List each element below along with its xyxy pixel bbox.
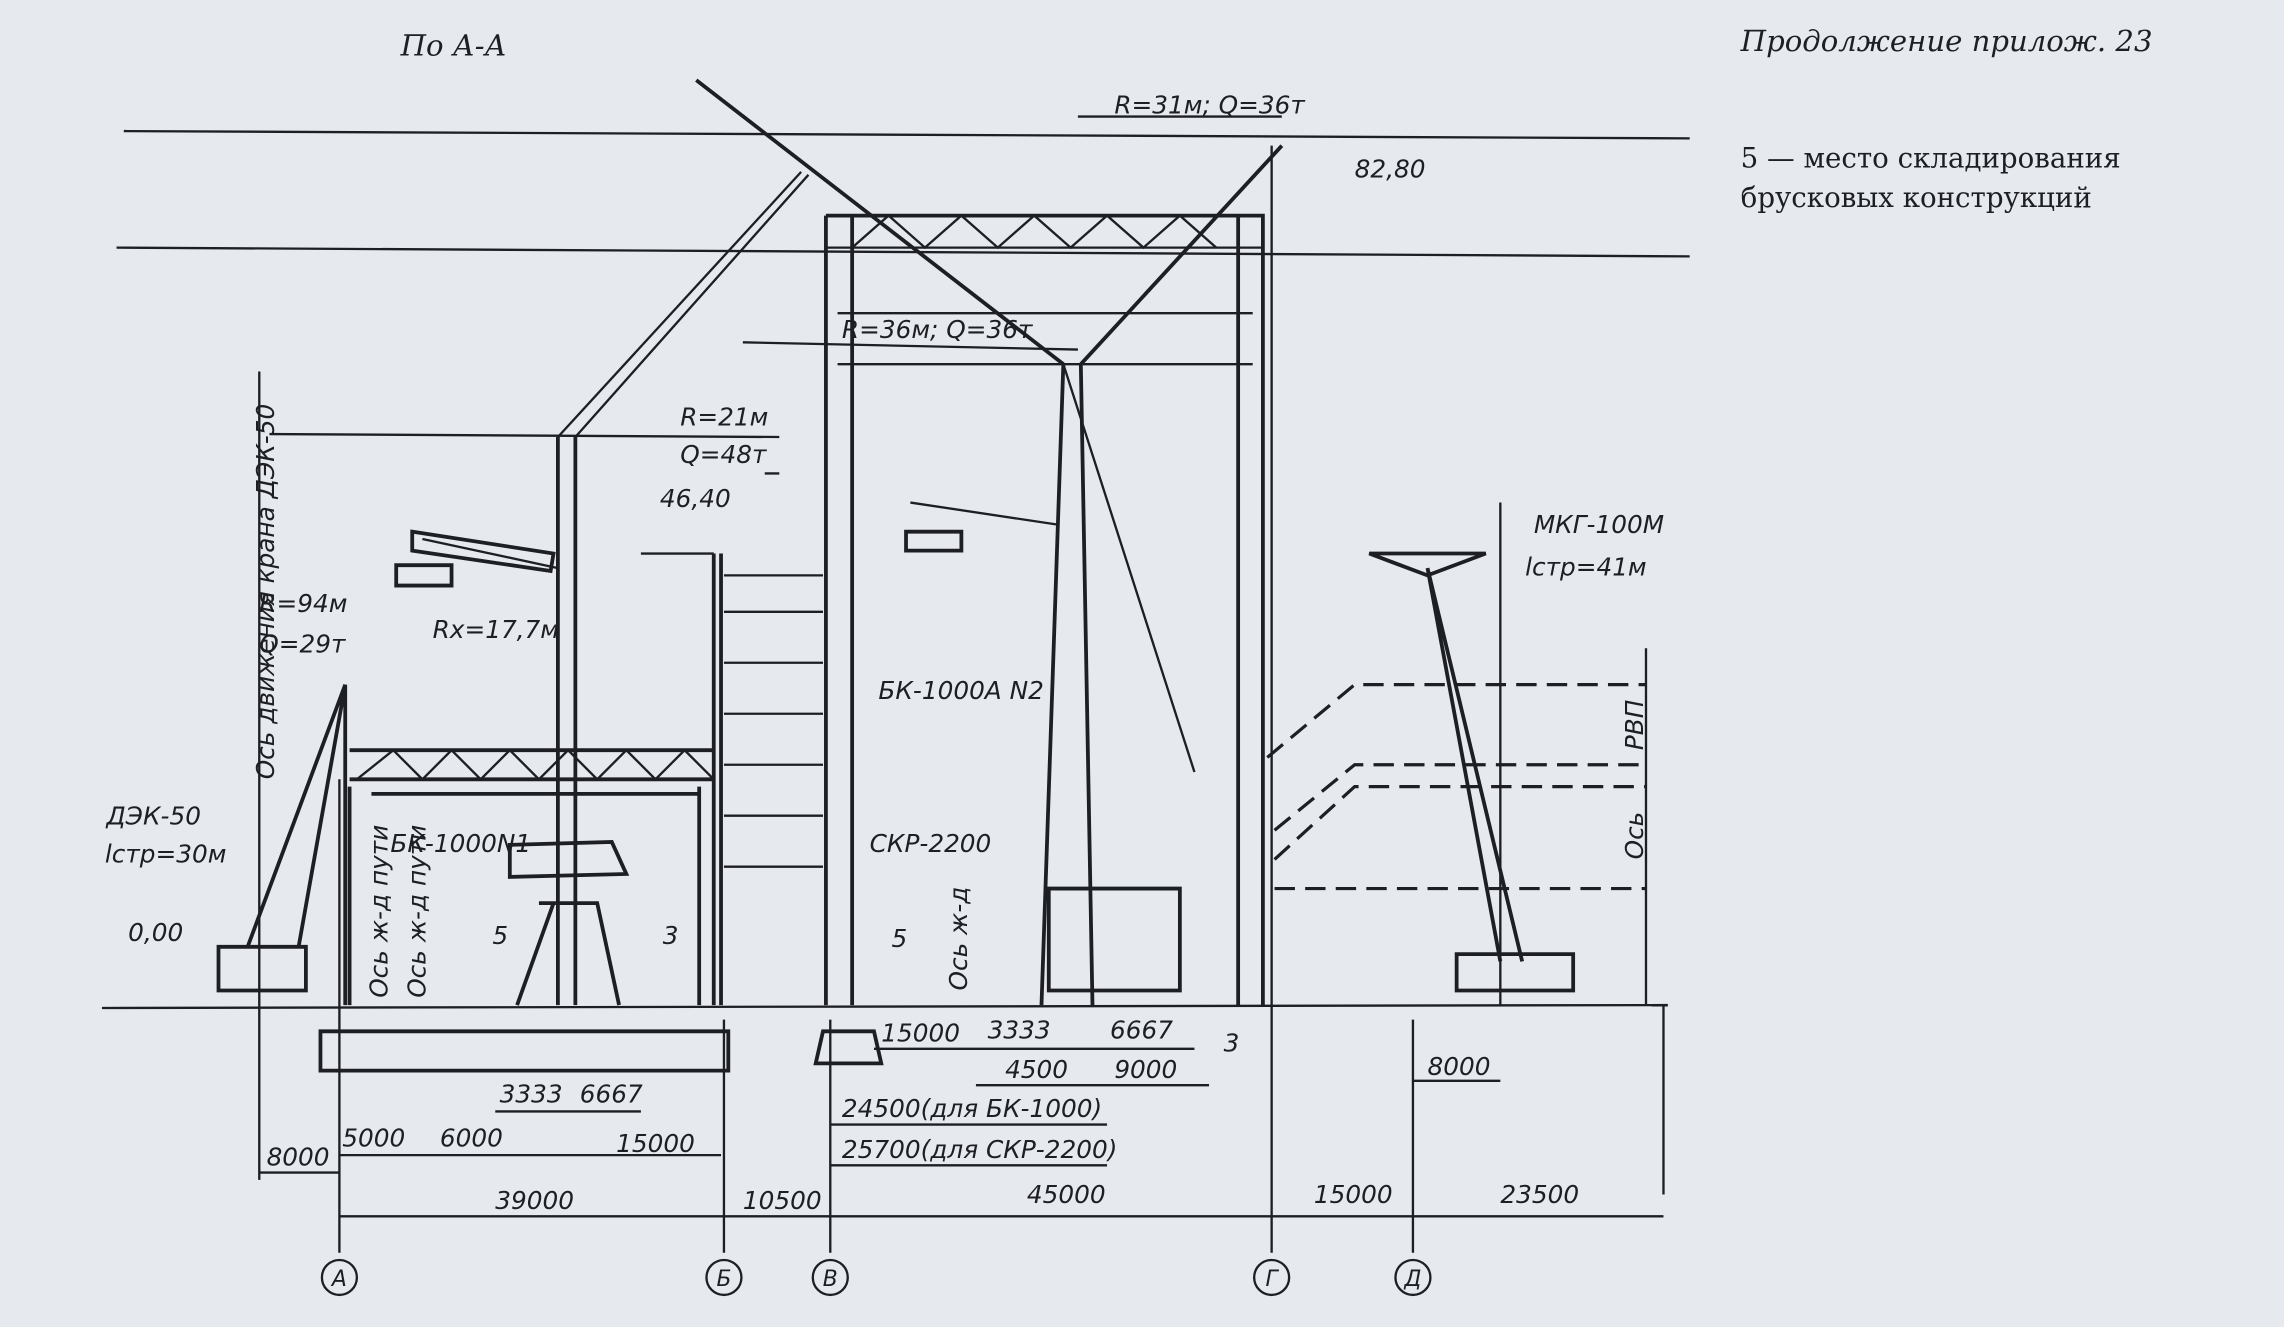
label-rx: Rx=17,7м: [433, 615, 559, 644]
axis-a: А: [330, 1267, 347, 1292]
axis-d: Д: [1403, 1267, 1421, 1292]
label-r36: R=36м; Q=36т: [842, 315, 1034, 344]
label-bk1000n1: БК-1000N1: [390, 829, 531, 858]
legend-line-2: брусковых конструкций: [1741, 181, 2092, 214]
dimension-texts: 15000 3333 6667 4500 9000 8000 24500(для…: [267, 1016, 1580, 1215]
label-r21: R=21м: [680, 402, 768, 431]
label-rail-axis-2: Ось ж-д пути: [402, 825, 431, 998]
crane-bk1000n1: [394, 171, 810, 1006]
label-q29: Q=29т: [259, 630, 347, 659]
label-axis: Ось: [1620, 812, 1649, 860]
axis-markers: А Б В Г Д: [320, 1258, 1432, 1297]
dim: 9000: [1114, 1055, 1177, 1084]
callout-3a: 3: [663, 921, 679, 950]
dim: 4500: [1005, 1055, 1068, 1084]
dim: 10500: [743, 1186, 822, 1215]
lower-level-line: [116, 246, 1690, 258]
dim: 5000: [342, 1123, 405, 1152]
dim: 15000: [1314, 1180, 1393, 1209]
axis-b: Б: [716, 1267, 731, 1292]
label-bk1000a-n2: БК-1000А N2: [878, 676, 1044, 705]
label-rvp: РВП: [1620, 700, 1649, 751]
label-skr2200: СКР-2200: [870, 829, 992, 858]
label-mkg100m: МКГ-100М: [1534, 510, 1664, 539]
elevation-0-00: 0,00: [128, 918, 183, 947]
label-rail-axis-3: Ось ж-д: [944, 887, 973, 991]
dim: 25700(для СКР-2200): [842, 1135, 1117, 1164]
view-title: По А-А: [400, 28, 507, 62]
continuation-note: Продолжение прилож. 23: [1740, 24, 2153, 58]
dim: 24500(для БК-1000): [842, 1094, 1102, 1123]
label-rail-axis-1: Ось ж-д пути: [364, 825, 393, 998]
label-q48: Q=48т: [680, 440, 768, 469]
legend-line-1: 5 — место складирования: [1741, 142, 2121, 175]
dim: 8000: [1428, 1052, 1491, 1081]
callout-3b: 3: [1224, 1029, 1240, 1058]
label-dek-boom: lстр=30м: [105, 839, 227, 868]
dim: 3333: [988, 1016, 1051, 1045]
label-dek50: ДЭК-50: [105, 801, 201, 830]
crane-dek50: [216, 683, 348, 1006]
dim: 6667: [580, 1080, 643, 1109]
dim: 45000: [1027, 1180, 1106, 1209]
dimension-lines: [259, 115, 1664, 1218]
label-crane-axis: Ось движения крана ДЭК-50: [251, 404, 280, 780]
label-r31: R=31м; Q=36т: [1114, 91, 1306, 120]
dim: 23500: [1500, 1180, 1579, 1209]
dim: 15000: [616, 1129, 695, 1158]
crane-mkg100m: [1266, 502, 1648, 1006]
dim: 8000: [267, 1142, 330, 1171]
dim: 3333: [500, 1080, 563, 1109]
axis-g: Г: [1266, 1267, 1280, 1292]
label-r94: R=94м: [259, 589, 347, 618]
callout-5a: 5: [492, 921, 508, 950]
dim: 15000: [881, 1018, 960, 1047]
upper-level-line: [123, 129, 1690, 140]
ground-line: [101, 1003, 1668, 1010]
elevation-46-40: 46,40: [660, 484, 731, 513]
building-frame: [318, 213, 1265, 1073]
crane-bk1000a-n2: [695, 78, 1284, 1006]
dim: 6000: [440, 1123, 503, 1152]
elevation-82-80: 82,80: [1355, 155, 1426, 184]
dim: 39000: [495, 1186, 574, 1215]
dim: 6667: [1110, 1016, 1173, 1045]
callout-5b: 5: [891, 924, 907, 953]
label-mkg-boom: lстр=41м: [1525, 552, 1647, 581]
axis-v: В: [823, 1267, 838, 1292]
